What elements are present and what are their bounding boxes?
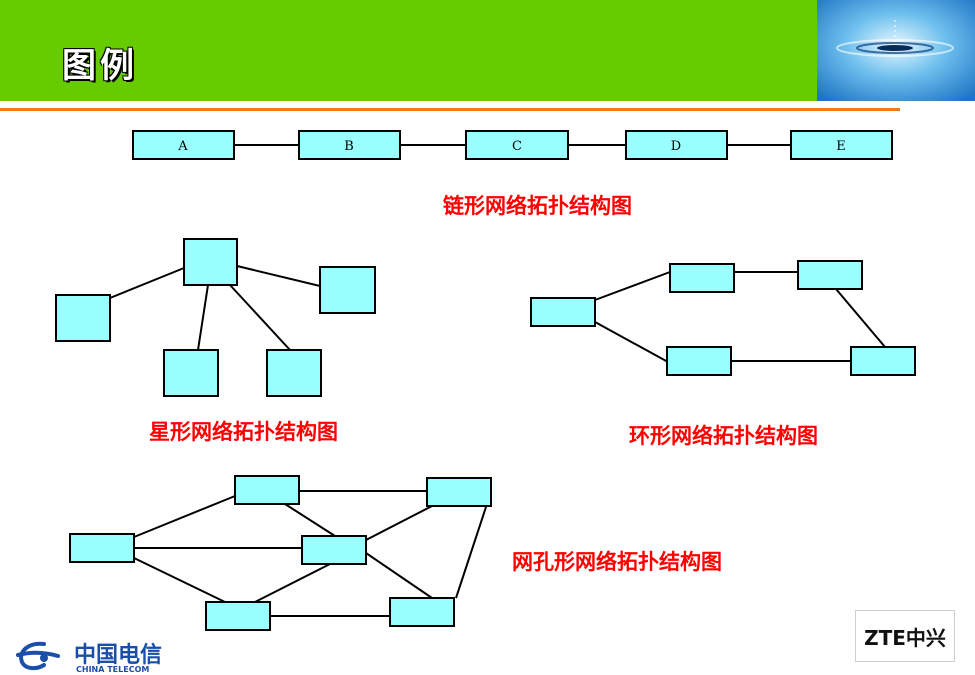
- mesh-caption: 网孔形网络拓扑结构图: [512, 549, 722, 574]
- chain-node-a: [132, 130, 235, 160]
- mesh-node-4: [301, 535, 367, 565]
- chain-topology: A B C D E: [132, 130, 893, 160]
- chain-label-c: C: [512, 139, 522, 154]
- mesh-node-5: [205, 601, 271, 631]
- star-edge: [197, 284, 209, 351]
- water-drop-image: [817, 0, 975, 101]
- chain-node-b: [298, 130, 401, 160]
- mesh-node-6: [389, 597, 455, 627]
- china-telecom-name: 中国电信: [74, 642, 162, 668]
- mesh-edge: [133, 557, 226, 603]
- ring-node-left: [530, 297, 596, 327]
- slide-title: 图例: [62, 46, 138, 86]
- star-edge: [236, 265, 321, 287]
- chain-node-c: [465, 130, 569, 160]
- mesh-edge: [284, 503, 336, 537]
- star-caption: 星形网络拓扑结构图: [149, 419, 338, 444]
- chain-label-b: B: [344, 139, 354, 154]
- star-node-bottom-left: [163, 349, 219, 397]
- chain-node-e: [790, 130, 893, 160]
- china-telecom-logo: 中国电信 CHINA TELECOM: [16, 641, 162, 674]
- star-edge: [229, 284, 291, 351]
- ring-caption: 环形网络拓扑结构图: [629, 423, 818, 448]
- ring-node-bottom-2: [850, 346, 916, 376]
- star-edge: [109, 267, 185, 299]
- ring-edge: [594, 271, 671, 301]
- chain-label-e: E: [836, 139, 846, 154]
- china-telecom-sub: CHINA TELECOM: [76, 665, 149, 674]
- mesh-node-2: [234, 475, 300, 505]
- zte-logo: ZTE中兴: [855, 610, 955, 662]
- ring-node-top-1: [669, 263, 735, 293]
- star-hub-node: [183, 238, 238, 286]
- mesh-node-1: [69, 533, 135, 563]
- slide-header: 图例: [0, 0, 817, 101]
- star-topology: [55, 238, 376, 397]
- chain-label-a: A: [177, 139, 188, 154]
- star-node-bottom-right: [266, 349, 322, 397]
- mesh-node-3: [426, 477, 492, 507]
- star-node-right: [319, 266, 376, 314]
- mesh-edge: [133, 495, 236, 538]
- mesh-edge: [455, 506, 487, 599]
- mesh-edge: [365, 552, 433, 599]
- mesh-edge: [254, 563, 331, 603]
- star-node-left: [55, 294, 111, 342]
- mesh-edge: [365, 505, 433, 541]
- ring-topology: [530, 260, 916, 376]
- ring-node-top-2: [797, 260, 863, 290]
- mesh-topology: [69, 475, 492, 631]
- ring-node-bottom-1: [666, 346, 732, 376]
- chain-node-d: [625, 130, 728, 160]
- chain-caption: 链形网络拓扑结构图: [443, 193, 632, 218]
- ring-edge: [835, 288, 886, 348]
- chain-label-d: D: [671, 139, 681, 154]
- header-divider: [0, 108, 900, 111]
- zte-logo-text: ZTE中兴: [864, 625, 946, 650]
- ring-edge: [594, 321, 669, 363]
